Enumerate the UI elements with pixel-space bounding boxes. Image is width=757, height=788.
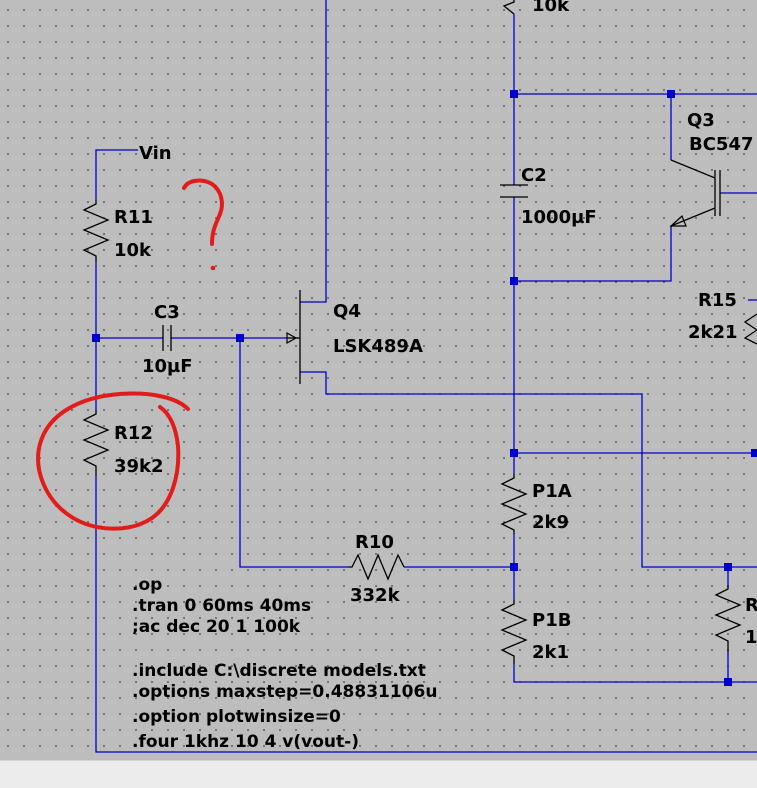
- wires: [95, 0, 757, 753]
- junction-dot: [510, 563, 518, 571]
- wire-q3-emitter[interactable]: [514, 226, 672, 282]
- r10-symbol[interactable]: [348, 553, 405, 581]
- spice-directive[interactable]: .four 1khz 10 4 v(vout-): [132, 732, 359, 752]
- spice-directive[interactable]: .include C:\discrete models.txt: [132, 661, 426, 681]
- question-mark-annotation: [182, 178, 224, 246]
- c2-name: C2: [521, 165, 547, 186]
- q3-name: Q3: [687, 110, 715, 131]
- p1b-value: 2k1: [532, 642, 569, 663]
- spice-comment[interactable]: ;ac dec 20 1 100k: [132, 617, 301, 637]
- junction-dot: [667, 90, 675, 98]
- r15-value: 2k21: [688, 322, 738, 343]
- q3-value: BC547: [689, 134, 754, 155]
- junction-dot: [751, 449, 757, 457]
- q4-symbol[interactable]: [286, 290, 301, 384]
- wire-q4-drain[interactable]: [300, 0, 327, 303]
- p1b-name: P1B: [532, 610, 571, 631]
- c3-symbol[interactable]: [162, 325, 172, 351]
- schematic-svg: 10k Vin R11 10k R12 39k2 C3 10µF Q4 LSK4…: [36, 0, 757, 753]
- r15-name: R15: [698, 290, 737, 311]
- top-resistor-value: 10k: [532, 0, 570, 16]
- spice-directive[interactable]: .option plotwinsize=0: [132, 707, 341, 727]
- c3-value: 10µF: [142, 356, 193, 377]
- r12-symbol[interactable]: [82, 410, 110, 476]
- wire-q4-source[interactable]: [300, 371, 757, 568]
- schematic-canvas[interactable]: 10k Vin R11 10k R12 39k2 C3 10µF Q4 LSK4…: [0, 0, 757, 760]
- r12-name: R12: [114, 423, 153, 444]
- p1b-symbol[interactable]: [500, 600, 528, 664]
- junction-dot: [510, 90, 518, 98]
- p1a-value: 2k9: [532, 512, 569, 533]
- right-resistor-value: 1: [745, 627, 757, 648]
- junction-dot: [724, 563, 732, 571]
- vin-label[interactable]: Vin: [139, 143, 172, 164]
- junction-dot: [510, 277, 518, 285]
- junction-dot: [510, 449, 518, 457]
- question-mark-dot: [210, 265, 216, 271]
- r11-name: R11: [114, 207, 153, 228]
- c2-symbol[interactable]: [500, 184, 528, 198]
- p1a-symbol[interactable]: [500, 474, 528, 534]
- q4-value: LSK489A: [333, 336, 423, 357]
- wire-r12-bottom-rail[interactable]: [95, 476, 757, 753]
- junctions: [92, 90, 757, 686]
- r10-name: R10: [355, 532, 394, 553]
- q3-symbol[interactable]: [669, 159, 721, 227]
- right-resistor-name: R: [745, 595, 757, 616]
- spice-directives[interactable]: .op .tran 0 60ms 40ms ;ac dec 20 1 100k …: [132, 575, 437, 752]
- r11-symbol[interactable]: [82, 200, 110, 262]
- r10-value: 332k: [350, 585, 401, 606]
- spice-directive[interactable]: .options maxstep=0.48831106u: [132, 682, 437, 702]
- r11-value: 10k: [114, 240, 152, 261]
- wire-gate-r10[interactable]: [239, 338, 348, 568]
- resistor-top-symbol[interactable]: [502, 0, 515, 15]
- r12-circle-annotation: [36, 391, 190, 531]
- status-bar: [0, 760, 757, 788]
- r15-symbol[interactable]: [743, 313, 757, 345]
- r12-value: 39k2: [114, 456, 164, 477]
- p1a-name: P1A: [532, 481, 572, 502]
- wire-vin[interactable]: [95, 149, 138, 200]
- spice-directive[interactable]: .tran 0 60ms 40ms: [132, 596, 311, 616]
- right-resistor-symbol[interactable]: [714, 585, 742, 651]
- q4-name: Q4: [333, 301, 361, 322]
- junction-dot: [724, 678, 732, 686]
- red-annotations: [36, 178, 224, 531]
- wire-p1b-bottom[interactable]: [513, 664, 757, 683]
- c3-name: C3: [154, 302, 180, 323]
- c2-value: 1000µF: [521, 207, 597, 228]
- spice-directive[interactable]: .op: [132, 575, 162, 595]
- junction-dot: [236, 334, 244, 342]
- junction-dot: [92, 334, 100, 342]
